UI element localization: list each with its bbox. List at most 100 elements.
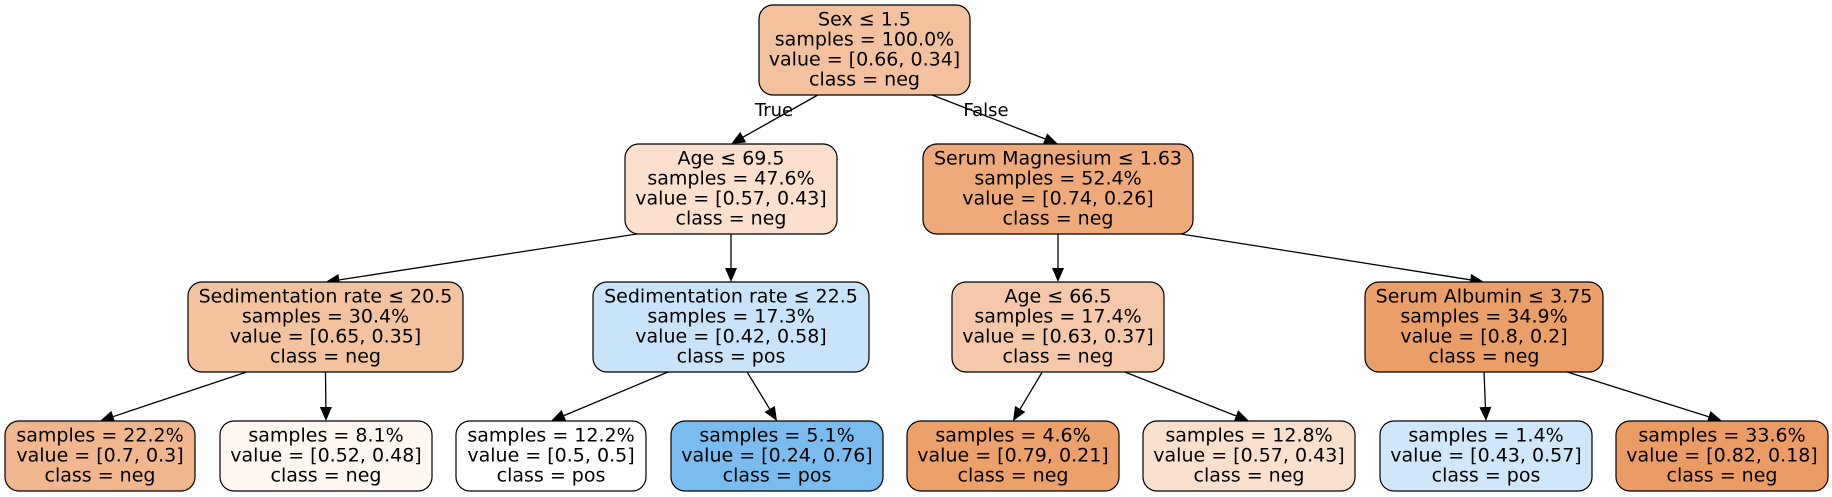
edge-line [1180, 233, 1471, 281]
node-text-line: class = neg [676, 208, 787, 230]
node-text-line: class = neg [271, 465, 382, 487]
node-box [670, 420, 884, 492]
node-box [906, 420, 1120, 492]
edge-label: True [754, 100, 793, 121]
tree-node-leaf-2: samples = 8.1%value = [0.52, 0.48]class … [219, 420, 433, 492]
tree-edge [1180, 233, 1484, 286]
node-text-line: class = neg [1194, 465, 1305, 487]
node-text-line: value = [0.8, 0.2] [1400, 326, 1567, 348]
node-box [1379, 420, 1593, 492]
tree-edge [325, 233, 638, 286]
tree-node-leaf-7: samples = 1.4%value = [0.43, 0.57]class … [1379, 420, 1593, 492]
node-text-line: samples = 100.0% [775, 29, 954, 51]
node-box [624, 143, 838, 235]
arrowhead-icon [1706, 411, 1722, 423]
node-text-line: value = [0.42, 0.58] [635, 326, 826, 348]
node-text-line: class = neg [809, 69, 920, 91]
tree-edge [725, 234, 737, 282]
node-text-line: class = pos [723, 465, 832, 487]
tree-edge [319, 371, 332, 421]
node-text-line: samples = 33.6% [1638, 425, 1805, 447]
tree-edge [746, 371, 777, 421]
edge-line [931, 94, 1046, 140]
arrowhead-icon [551, 410, 567, 422]
node-text-line: value = [0.74, 0.26] [962, 188, 1153, 210]
tree-edge [1567, 371, 1722, 423]
node-text-line: class = neg [270, 346, 381, 368]
node-text-line: value = [0.79, 0.21] [917, 445, 1108, 467]
node-text-line: samples = 5.1% [699, 425, 854, 447]
node-text-line: class = pos [677, 346, 786, 368]
node-text-line: value = [0.66, 0.34] [769, 49, 960, 71]
edge-line [339, 233, 638, 281]
node-text-line: Age ≤ 69.5 [677, 148, 784, 170]
node-text-line: samples = 34.9% [1400, 306, 1567, 328]
edge-line [742, 94, 819, 138]
node-text-line: value = [0.7, 0.3] [16, 445, 183, 467]
node-box [592, 281, 870, 373]
arrowhead-icon [1479, 406, 1492, 421]
edges-layer: True False [100, 94, 1722, 423]
arrowhead-icon [725, 268, 737, 282]
node-text-line: value = [0.5, 0.5] [467, 445, 634, 467]
node-text-line: samples = 17.4% [974, 306, 1141, 328]
node-text-line: samples = 12.2% [467, 425, 634, 447]
node-text-line: value = [0.65, 0.35] [230, 326, 421, 348]
node-text-line: Sex ≤ 1.5 [818, 9, 911, 31]
node-text-line: samples = 22.2% [16, 425, 183, 447]
node-text-line: class = pos [1432, 465, 1541, 487]
tree-edge [1479, 371, 1492, 421]
node-box [219, 420, 433, 492]
edge-line [113, 371, 247, 418]
node-text-line: samples = 4.6% [935, 425, 1090, 447]
node-text-line: value = [0.52, 0.48] [230, 445, 421, 467]
node-text-line: class = neg [1003, 208, 1114, 230]
node-box [1142, 420, 1356, 492]
node-text-line: value = [0.63, 0.37] [962, 326, 1153, 348]
tree-edge [1013, 371, 1043, 421]
node-text-line: samples = 8.1% [248, 425, 403, 447]
arrowhead-icon [1042, 133, 1058, 145]
node-text-line: samples = 12.8% [1165, 425, 1332, 447]
node-text-line: Sedimentation rate ≤ 20.5 [199, 286, 453, 308]
node-text-line: value = [0.43, 0.57] [1390, 445, 1581, 467]
arrowhead-icon [1233, 410, 1249, 422]
edge-line [1483, 371, 1487, 408]
arrowhead-icon [1013, 405, 1026, 421]
tree-edge [100, 371, 247, 423]
tree-edge: True [731, 94, 819, 144]
edge-label: False [963, 100, 1008, 121]
tree-node-leaf-8: samples = 33.6%value = [0.82, 0.18]class… [1615, 420, 1829, 492]
edge-line [1019, 371, 1043, 410]
node-box [1615, 420, 1829, 492]
tree-node-leaf-6: samples = 12.8%value = [0.57, 0.43]class… [1142, 420, 1356, 492]
node-text-line: Serum Magnesium ≤ 1.63 [934, 148, 1182, 170]
node-box [455, 420, 647, 492]
node-box [187, 281, 464, 373]
node-text-line: value = [0.57, 0.43] [635, 188, 826, 210]
node-text-line: samples = 52.4% [974, 168, 1141, 190]
node-text-line: value = [0.24, 0.76] [681, 445, 872, 467]
node-box [758, 4, 971, 96]
arrowhead-icon [319, 406, 332, 421]
tree-node-leaf-1: samples = 22.2%value = [0.7, 0.3]class =… [4, 420, 196, 492]
node-text-line: class = neg [45, 465, 156, 487]
node-text-line: Serum Albumin ≤ 3.75 [1376, 286, 1593, 308]
arrowhead-icon [100, 410, 116, 423]
node-text-line: Sedimentation rate ≤ 22.5 [604, 286, 858, 308]
node-box [951, 281, 1165, 373]
arrowhead-icon [764, 405, 777, 421]
node-text-line: Age ≤ 66.5 [1004, 286, 1111, 308]
node-text-line: class = neg [1667, 465, 1778, 487]
tree-node-leaf-4: samples = 5.1%value = [0.24, 0.76]class … [670, 420, 884, 492]
node-box [4, 420, 196, 492]
edge-line [746, 371, 771, 410]
node-text-line: samples = 17.3% [647, 306, 814, 328]
node-text-line: samples = 1.4% [1408, 425, 1563, 447]
